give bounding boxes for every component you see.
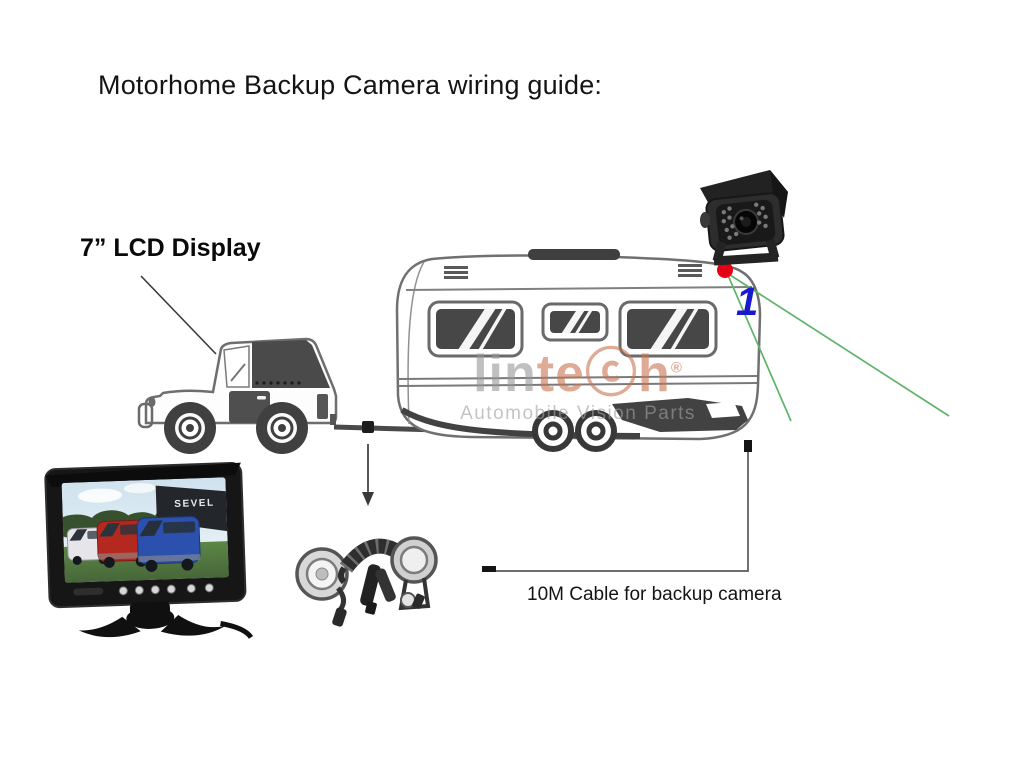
- monitor-stand: [78, 601, 254, 639]
- truck-bumper: [137, 402, 154, 429]
- cable-kit-right-connector: [390, 536, 438, 611]
- truck-windshield: [223, 345, 250, 388]
- camera-mount-marker: [717, 262, 733, 278]
- backup-camera-illustration: [700, 170, 788, 266]
- camera-point-number: 1: [736, 280, 759, 324]
- truck-wheels: [164, 402, 308, 454]
- cable-kit-plugs: [360, 564, 396, 615]
- caravan-illustration: [395, 249, 762, 452]
- lcd-display-label: 7” LCD Display: [80, 234, 261, 262]
- screen-building-sign: SEVEL: [174, 498, 215, 510]
- monitor-screen: SEVEL: [61, 477, 229, 583]
- tow-coupler: [362, 421, 374, 433]
- screen-blue-van: [136, 515, 201, 572]
- camera-fov-line-left: [726, 272, 792, 422]
- cable-run-line: [482, 440, 752, 572]
- trailer-cable-kit-illustration: [295, 536, 438, 627]
- page-title: Motorhome Backup Camera wiring guide:: [98, 70, 603, 100]
- lcd-monitor-illustration: SEVEL: [44, 462, 254, 639]
- cable-length-label: 10M Cable for backup camera: [527, 584, 782, 605]
- label-pointer-line: [140, 275, 217, 355]
- caravan-roof-vent: [528, 249, 620, 260]
- caravan-windows: [427, 300, 718, 358]
- caravan-roof-grilles: [444, 264, 702, 279]
- camera-ir-leds: [721, 202, 768, 240]
- cable-kit-left-connector: [295, 547, 349, 627]
- camera-bracket: [712, 238, 780, 266]
- truck-illustration: [137, 337, 475, 454]
- monitor-speaker-slot: [73, 587, 104, 596]
- camera-fov-line-right: [726, 272, 950, 417]
- truck-canopy: [252, 340, 330, 388]
- truck-canopy-snaps: [255, 381, 301, 385]
- hitch-cable-arrow: [362, 444, 374, 506]
- caravan-wheels: [532, 410, 617, 452]
- monitor-buttons: [118, 583, 214, 596]
